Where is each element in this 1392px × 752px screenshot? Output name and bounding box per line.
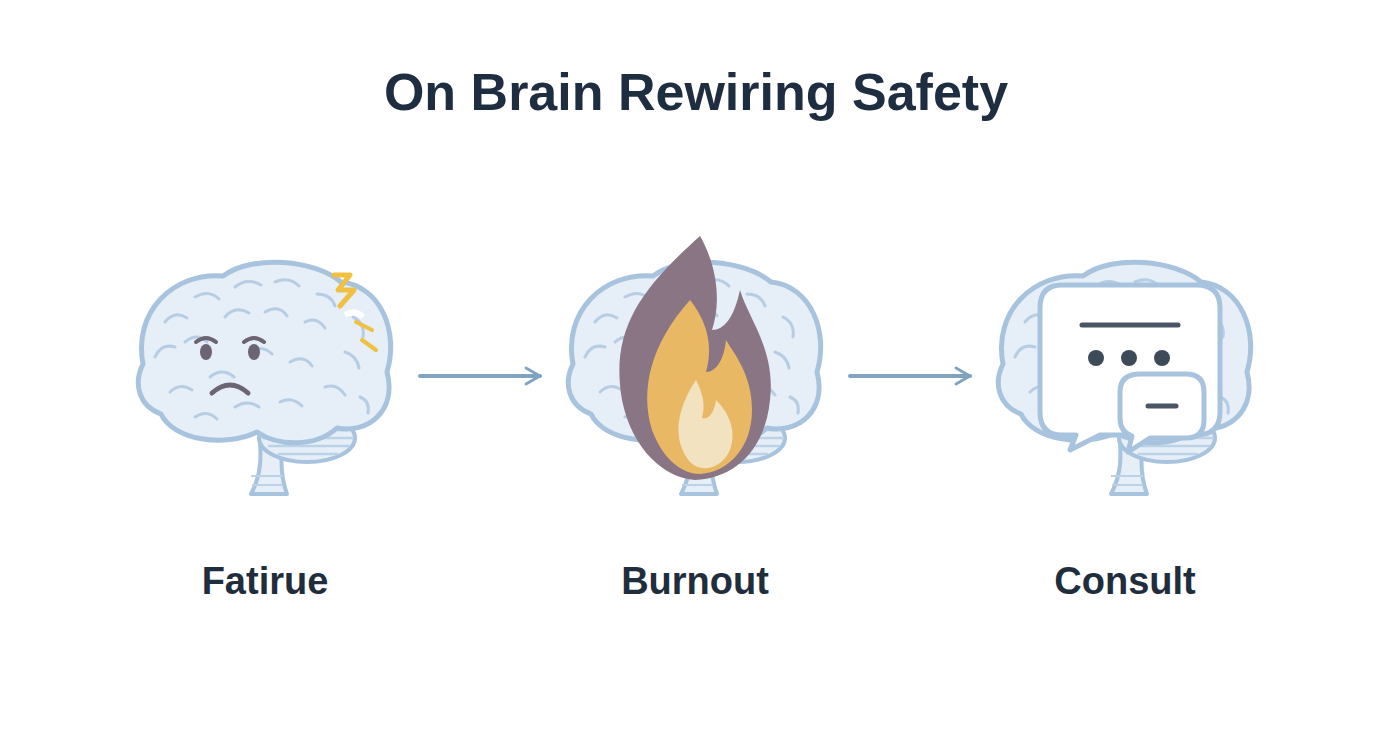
brain-stage-box: Fatirue (130, 250, 400, 610)
brain-stage-box: Consult (990, 250, 1260, 610)
brain-stage-box: Burnout (560, 250, 830, 610)
stage-label: Consult (1054, 559, 1195, 605)
stage-label: Fatirue (202, 559, 329, 605)
stage-label: Burnout (621, 559, 769, 605)
flow-arrow (850, 374, 970, 378)
flow-arrow (420, 374, 540, 378)
diagram-title: On Brain Rewiring Safety (0, 62, 1392, 122)
consulting-brain (998, 262, 1250, 494)
burning-brain (568, 236, 820, 494)
tired-brain (138, 262, 390, 494)
